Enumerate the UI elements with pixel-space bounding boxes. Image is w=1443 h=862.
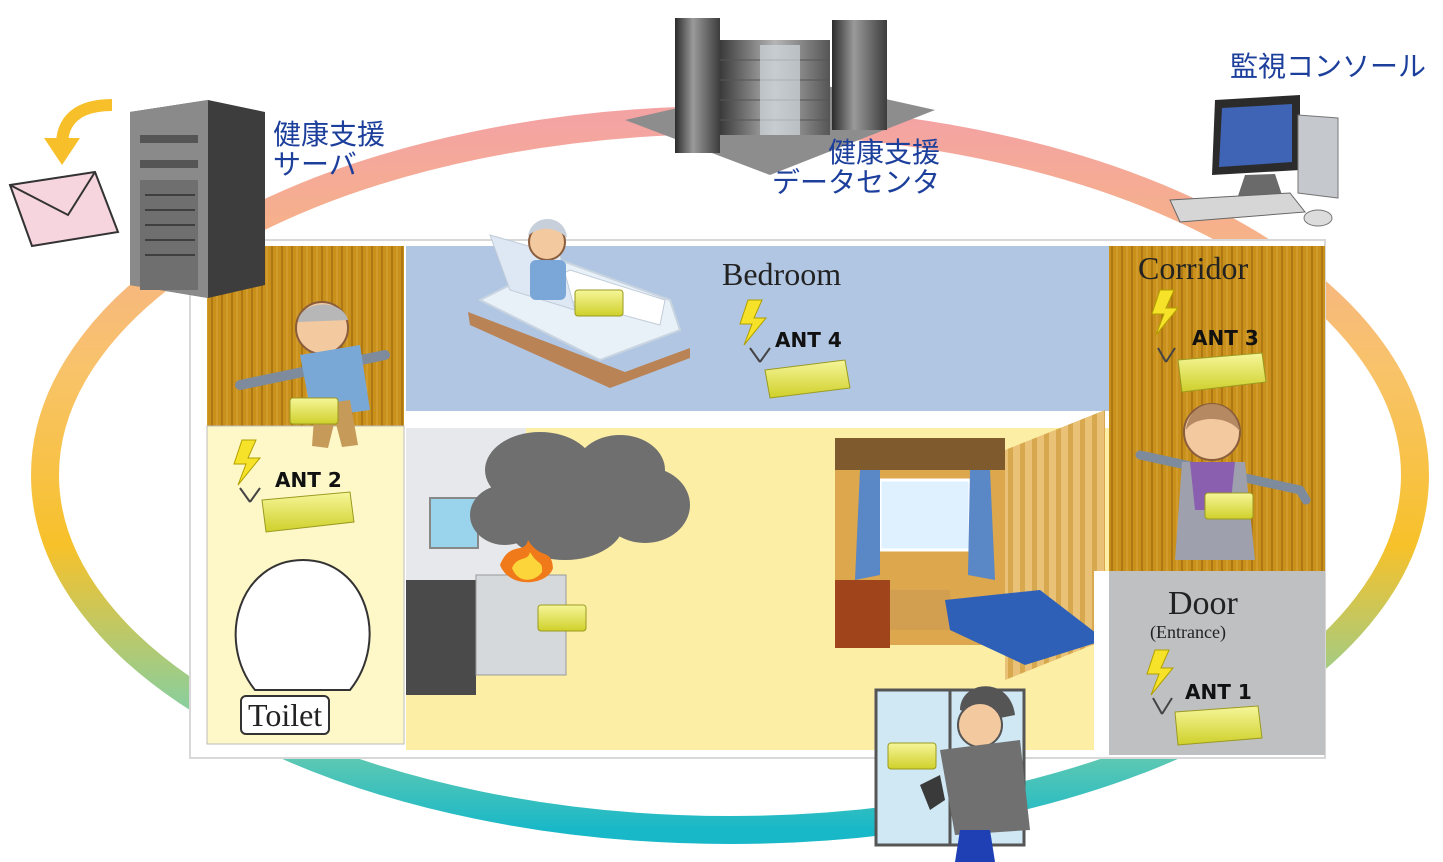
antenna-unit-2: [239, 487, 355, 533]
antenna-unit-1: [1152, 697, 1263, 746]
corridor-room: [1109, 246, 1325, 571]
datacenter-label: 健康支援 データセンタ: [771, 136, 940, 199]
door-sublabel: (Entrance): [1150, 622, 1226, 642]
corridor-label: Corridor: [1138, 250, 1249, 286]
antenna-unit-4: [749, 347, 851, 399]
health-support-server: [130, 100, 265, 298]
bedroom-label: Bedroom: [722, 256, 842, 292]
console-label: 監視コンソール: [1230, 50, 1427, 83]
sensor-tag: [289, 289, 1254, 770]
mail-envelope-icon: [8, 170, 120, 248]
datacenter-building: [625, 18, 935, 175]
monitoring-console: [1169, 95, 1339, 227]
ant2-label: ANT 2: [275, 468, 342, 492]
ant3-label: ANT 3: [1192, 326, 1259, 350]
ant1-label: ANT 1: [1185, 680, 1252, 704]
door-label: Door: [1168, 585, 1238, 622]
signal-bolt-icon: [233, 289, 1180, 696]
antenna-unit-3: [1157, 347, 1267, 393]
server-label: 健康支援 サーバ: [273, 118, 386, 181]
living-room: [406, 410, 1109, 750]
intruder: [874, 686, 1030, 862]
ant4-label: ANT 4: [775, 328, 842, 352]
toilet-label: Toilet: [240, 695, 331, 735]
